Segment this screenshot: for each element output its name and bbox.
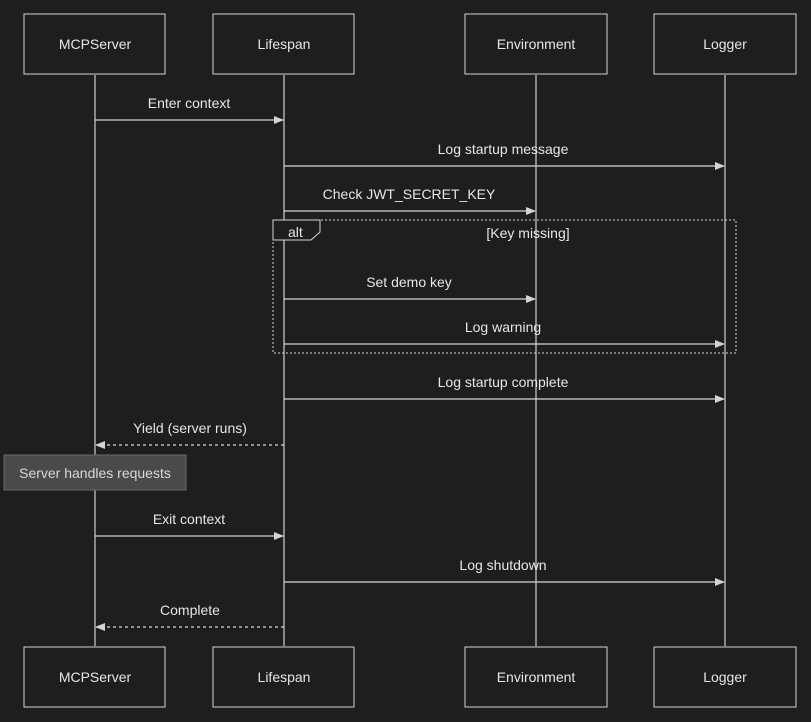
note-server-handles-requests: Server handles requests (3, 454, 187, 491)
messages: Enter context Log startup message Check … (95, 95, 725, 631)
alt-frame: alt [Key missing] (272, 219, 737, 354)
message-label: Complete (160, 602, 220, 618)
actor-label: Lifespan (258, 669, 311, 685)
alt-condition: [Key missing] (486, 225, 569, 241)
alt-frame-border (272, 219, 737, 354)
message-enter-context: Enter context (95, 95, 284, 124)
actor-box (464, 13, 608, 75)
message-set-demo-key: Set demo key (284, 274, 536, 303)
actor-box (23, 13, 166, 75)
actor-environment-top: Environment (464, 13, 608, 75)
actor-logger-top: Logger (653, 13, 797, 75)
actor-logger-bottom: Logger (653, 646, 797, 708)
actor-lifespan-top: Lifespan (212, 13, 355, 75)
message-label: Enter context (148, 95, 231, 111)
message-label: Log warning (465, 319, 541, 335)
message-log-shutdown: Log shutdown (284, 557, 725, 586)
message-label: Yield (server runs) (133, 420, 247, 436)
actor-environment-bottom: Environment (464, 646, 608, 708)
actor-box (23, 646, 166, 708)
message-log-warning: Log warning (284, 319, 725, 348)
message-log-startup-complete: Log startup complete (284, 374, 725, 403)
actor-box (653, 646, 797, 708)
actor-label: Environment (497, 669, 576, 685)
note-text: Server handles requests (19, 465, 171, 481)
actors-top: MCPServer Lifespan Environment Logger (23, 13, 797, 75)
alt-frame-tab (272, 219, 321, 241)
message-yield-server-runs: Yield (server runs) (95, 420, 284, 449)
actor-box (464, 646, 608, 708)
actor-label: MCPServer (59, 669, 132, 685)
message-label: Exit context (153, 511, 225, 527)
message-label: Log shutdown (459, 557, 546, 573)
actor-label: Lifespan (258, 36, 311, 52)
lifelines (94, 75, 726, 646)
actor-mcpserver-top: MCPServer (23, 13, 166, 75)
actor-mcpserver-bottom: MCPServer (23, 646, 166, 708)
actor-lifespan-bottom: Lifespan (212, 646, 355, 708)
message-label: Log startup message (438, 141, 569, 157)
alt-keyword: alt (288, 224, 303, 240)
message-label: Set demo key (366, 274, 452, 290)
actor-label: Logger (703, 669, 747, 685)
actor-box (212, 646, 355, 708)
message-label: Check JWT_SECRET_KEY (323, 186, 496, 202)
actor-label: MCPServer (59, 36, 132, 52)
actor-box (653, 13, 797, 75)
message-log-startup-message: Log startup message (284, 141, 725, 170)
message-check-jwt-secret-key: Check JWT_SECRET_KEY (284, 186, 536, 215)
message-complete: Complete (95, 602, 284, 631)
actor-box (212, 13, 355, 75)
message-label: Log startup complete (438, 374, 569, 390)
actor-label: Environment (497, 36, 576, 52)
note-box (3, 454, 187, 491)
actors-bottom: MCPServer Lifespan Environment Logger (23, 646, 797, 708)
actor-label: Logger (703, 36, 747, 52)
message-exit-context: Exit context (95, 511, 284, 540)
